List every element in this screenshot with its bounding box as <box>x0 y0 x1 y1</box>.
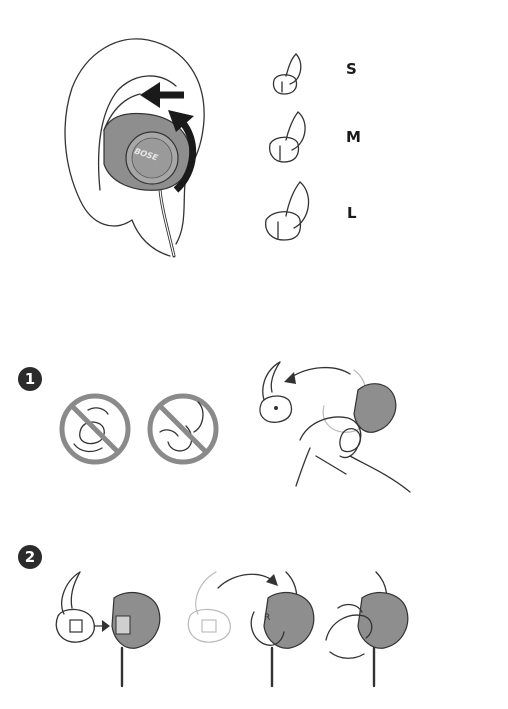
ear-tip-large-icon <box>265 181 310 241</box>
ear-tip-remove-illustration <box>259 361 411 493</box>
prohibited-removal-2-icon <box>147 393 219 465</box>
ear-tip-medium-icon <box>268 111 306 163</box>
size-label-large: L <box>347 204 357 222</box>
size-label-medium: M <box>346 128 361 146</box>
step-badge-2: 2 <box>18 545 42 569</box>
prohibited-removal-1-icon <box>59 393 131 465</box>
step-badge-1: 1 <box>18 367 42 391</box>
side-mark-r: R <box>264 613 271 623</box>
ear-tip-press-illustration <box>325 571 409 688</box>
ear-tip-small-icon <box>272 53 302 95</box>
ear-tip-attach-illustration <box>187 571 315 688</box>
size-label-small: S <box>346 60 357 78</box>
ear-tip-align-illustration <box>55 571 161 688</box>
